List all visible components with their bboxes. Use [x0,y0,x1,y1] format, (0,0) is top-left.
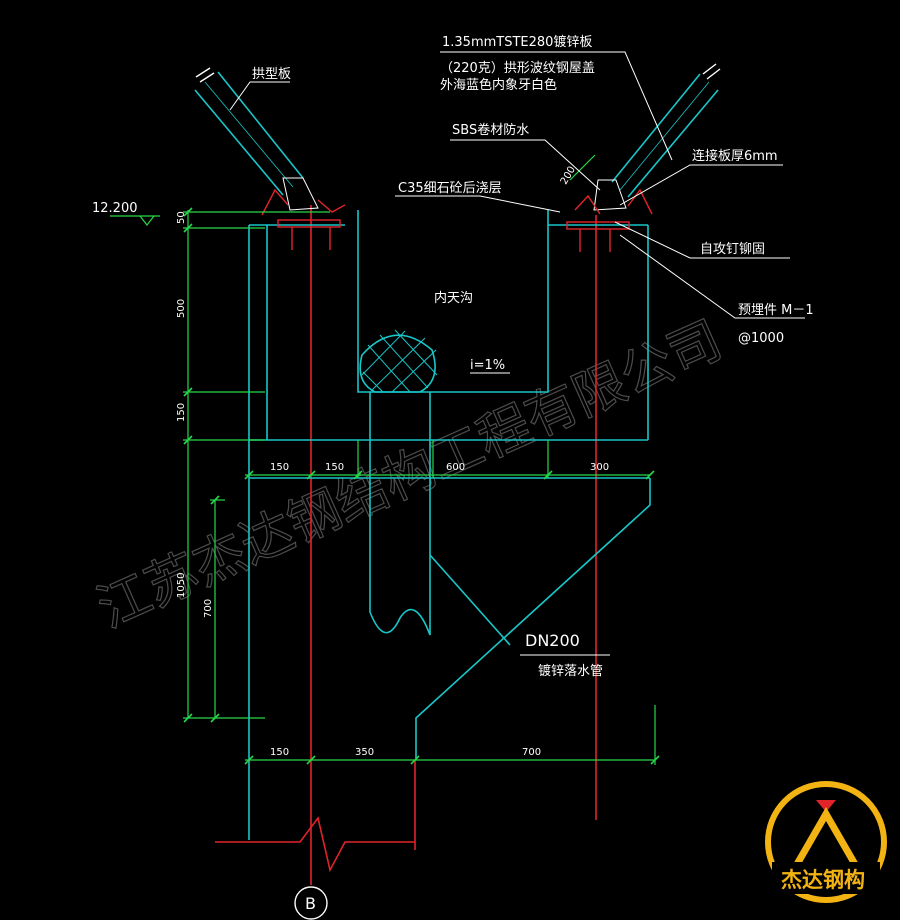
leader-sbs [450,139,601,191]
logo-text: 杰达钢构 [781,868,865,892]
label-pipe-size: DN200 [525,631,580,650]
pipe-leader [429,554,511,646]
right-base-plate [566,221,630,230]
downpipe [369,392,431,636]
elevation-triangle [139,215,155,226]
leader-screw [614,221,790,259]
dim-text-top-300: 300 [590,462,609,473]
left-arch-panel-lower [194,89,284,196]
break-line [215,816,415,873]
beam-haunch [415,478,651,760]
dim-text-500: 500 [176,299,187,318]
right-plate-left [574,194,601,215]
dim-slashes [183,207,660,765]
label-embed: 预埋件 M－1 [738,303,814,318]
leader-connector [619,164,783,206]
left-arch-panel-mid [204,81,294,188]
label-arch-panel: 拱型板 [252,67,291,82]
logo-ring [765,781,887,903]
left-base-plate [277,219,341,228]
axis-bubble [294,886,328,920]
label-coating-1: （220克）拱形波纹钢屋盖 [440,61,595,76]
dim-text-bottom-350: 350 [355,747,374,758]
right-arch-panel-lower [627,89,719,198]
leader-sheet [440,51,673,161]
leader-arch-panel [229,81,290,111]
label-sheet-spec: 1.35mmTSTE280镀锌板 [442,34,592,50]
gutter-outline [357,210,549,393]
right-arch-panel-upper [611,73,701,183]
logo-text-bg [772,862,880,894]
dim-text-150: 150 [176,403,187,422]
outlet-grate-hatch [361,329,438,393]
leader-concrete [395,195,561,213]
break-marks [195,63,721,83]
label-slope: i=1% [470,358,505,373]
label-coating-2: 外海蓝色内象牙白色 [440,77,557,93]
right-bearing [593,179,627,211]
dim-text-top-600: 600 [446,462,465,473]
right-arch-panel-mid [619,81,710,191]
dim-text-top-150a: 150 [270,462,289,473]
label-screw: 自攻钉铆固 [700,242,765,257]
left-plate-right [317,199,346,213]
dim-text-1050: 1050 [176,573,187,598]
left-bearing [282,177,319,211]
dim-text-700-vertical: 700 [203,599,214,618]
left-arch-panel-upper [217,71,304,179]
label-gutter: 内天沟 [434,290,473,306]
dimension-lines [110,154,660,765]
dim-200-line [569,154,596,181]
label-embed-spacing: @1000 [738,331,784,346]
axis-lines [215,205,597,885]
label-elevation: 12.200 [92,201,138,216]
leader-lines [229,51,805,656]
company-logo: 杰达钢构 [765,781,887,903]
dim-text-bottom-150: 150 [270,747,289,758]
dim-text-bottom-700: 700 [522,747,541,758]
right-plate-right [627,188,653,215]
dim-text-top-150b: 150 [325,462,344,473]
logo-triangle-icon [789,806,863,870]
label-connector: 连接板厚6mm [692,148,778,164]
axis-label: B [305,894,316,913]
connection-plates [261,188,653,252]
logo-gem-icon [816,800,836,812]
left-plate-left [261,188,289,216]
label-pipe-name: 镀锌落水管 [538,663,603,679]
label-concrete: C35细石砼后浇层 [398,181,502,196]
dim-text-50: 50 [176,211,187,224]
leader-embed [619,234,805,319]
structure [194,71,719,840]
label-sbs: SBS卷材防水 [452,122,529,138]
